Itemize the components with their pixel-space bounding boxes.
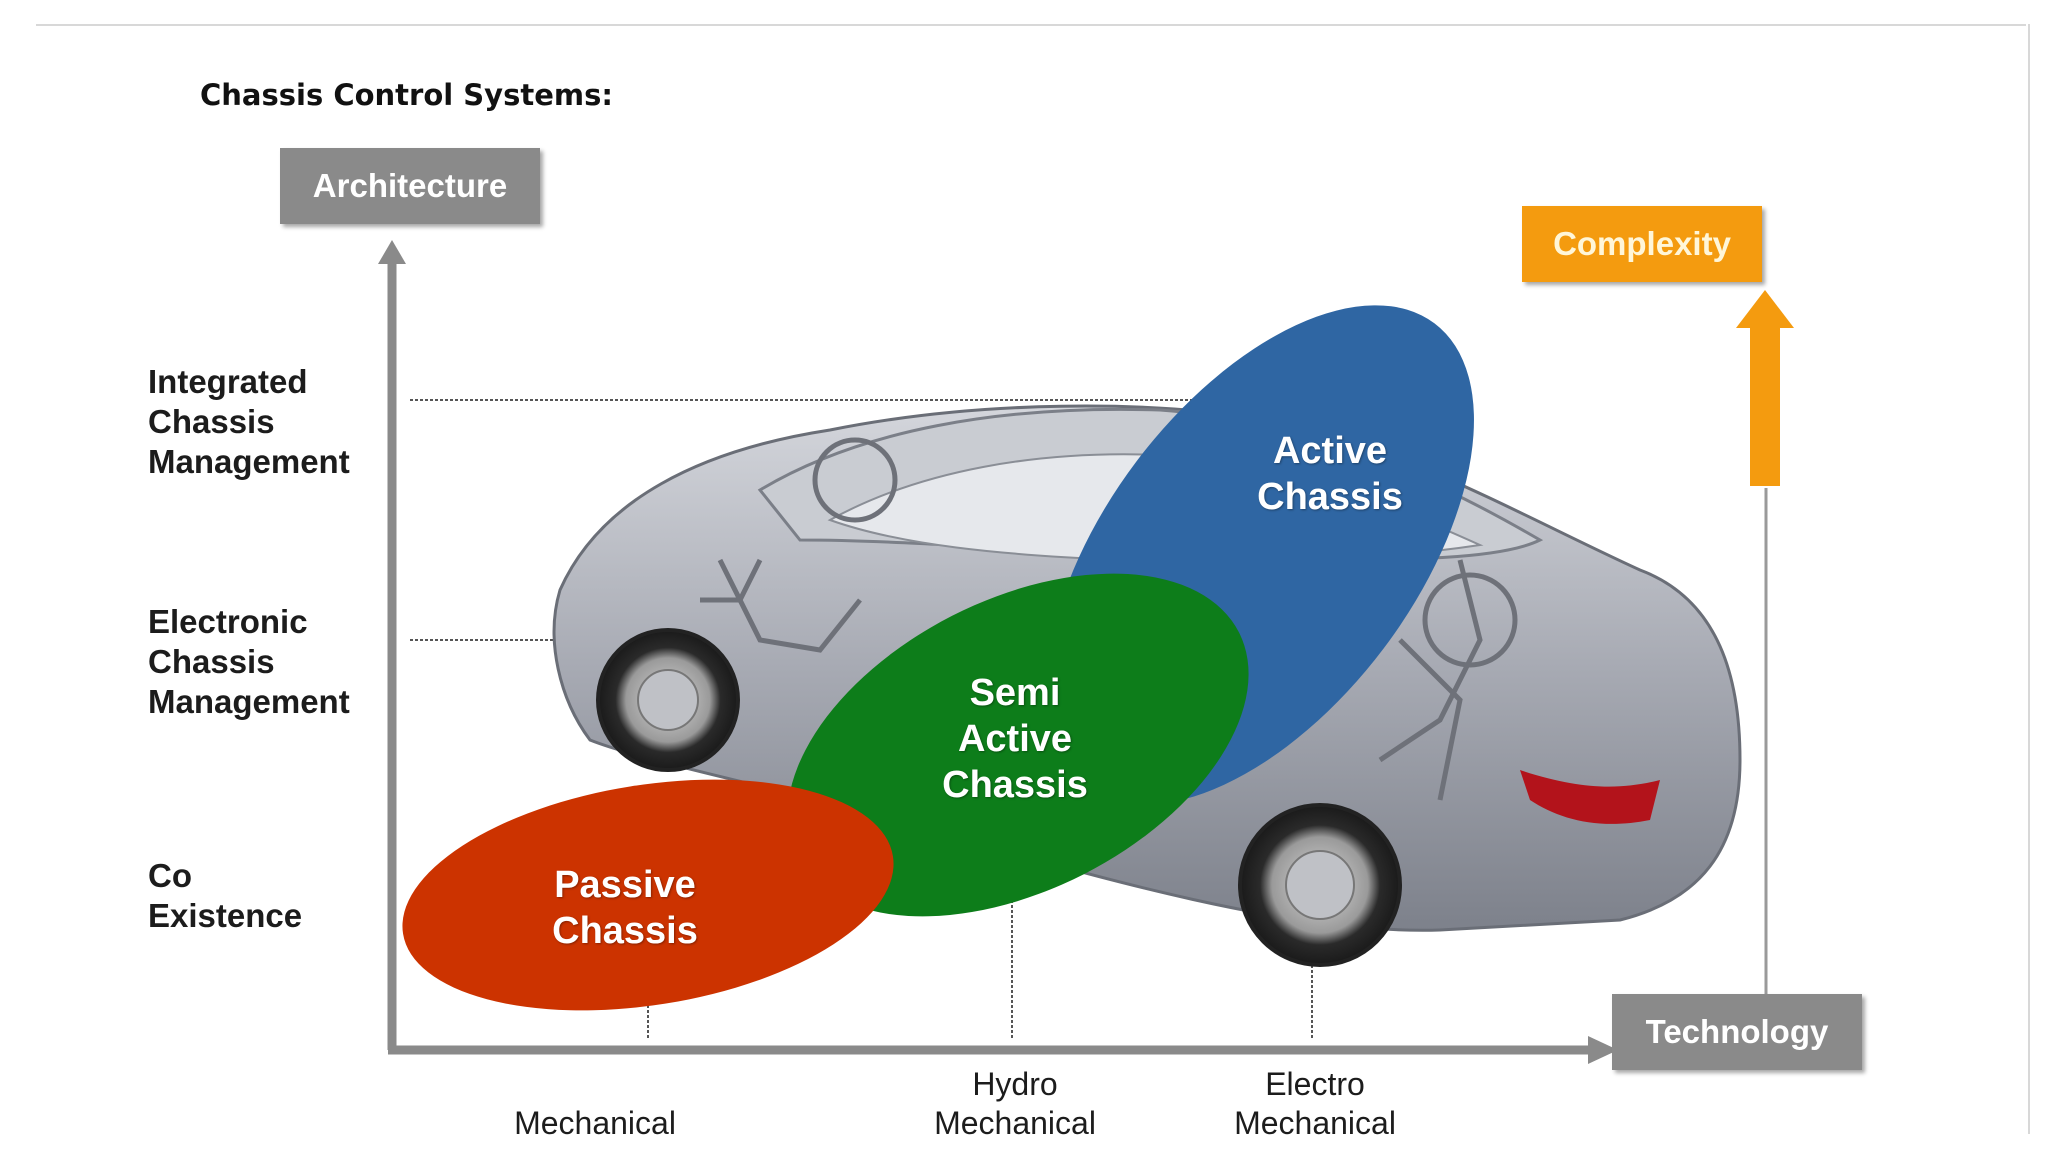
top-divider [36,24,2026,26]
suspension-parts [700,437,1518,801]
tail-light [1520,770,1660,824]
y-axis-arrowhead [378,240,406,264]
x-level-hydro-mechanical: Hydro Mechanical [934,1066,1096,1141]
right-divider [2028,24,2030,1134]
label-semi-active-chassis: Semi Active Chassis [942,672,1088,806]
slide-title: Chassis Control Systems: [200,78,613,112]
ellipse-passive-chassis [402,779,894,1011]
architecture-axis-title: Architecture [280,148,540,224]
x-axis-arrowhead [1588,1036,1618,1064]
complexity-arrowhead [1736,290,1794,328]
y-level-electronic: Electronic Chassis Management [148,603,350,720]
label-active-chassis: Active Chassis [1257,430,1403,518]
y-level-coexistence: Co Existence [148,857,303,934]
y-level-integrated: Integrated Chassis Management [148,363,350,480]
label-passive-chassis: Passive Chassis [552,864,698,952]
ellipse-semi-active-chassis [787,573,1249,917]
complexity-label: Complexity [1522,206,1762,282]
technology-axis-title: Technology [1612,994,1862,1070]
x-level-electro-mechanical: Electro Mechanical [1234,1066,1396,1141]
complexity-arrow-shaft [1750,326,1780,486]
x-level-mechanical: Mechanical [514,1105,676,1141]
